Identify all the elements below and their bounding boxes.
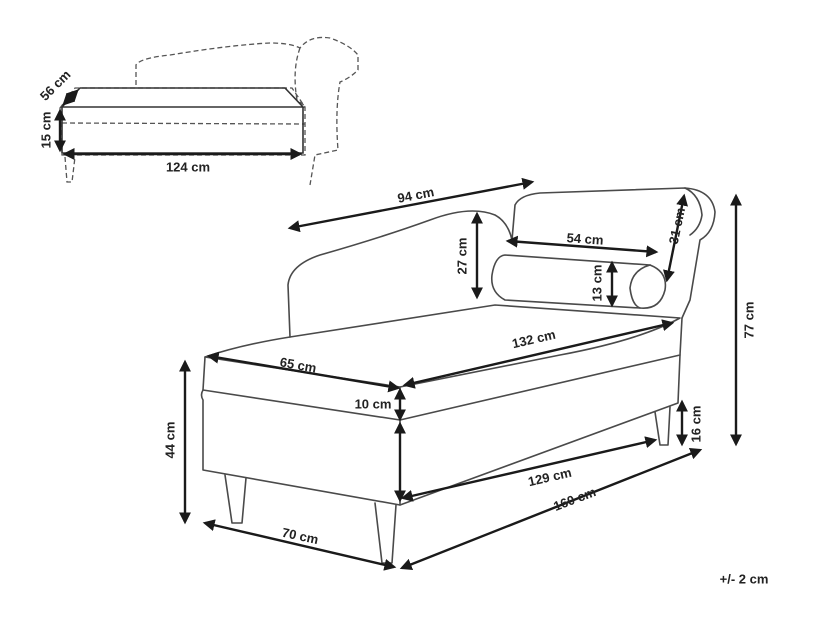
total-depth-label: 70 cm bbox=[281, 525, 320, 547]
total-height-label: 77 cm bbox=[741, 302, 756, 339]
seat-length-label: 132 cm bbox=[511, 327, 557, 352]
seat-height-label: 44 cm bbox=[162, 422, 177, 459]
armrest-height-label: 27 cm bbox=[454, 238, 469, 275]
backrest-length-label: 94 cm bbox=[396, 184, 435, 206]
bolster-diameter-label: 13 cm bbox=[589, 265, 604, 302]
tolerance-label: +/- 2 cm bbox=[720, 571, 769, 586]
dimension-lines bbox=[179, 177, 742, 571]
leg-height-label: 16 cm bbox=[688, 406, 703, 443]
total-length-label: 160 cm bbox=[551, 484, 598, 514]
thumb-length-label: 124 cm bbox=[166, 159, 210, 174]
thumbnail-drawing: 56 cm 15 cm 124 cm bbox=[37, 36, 359, 186]
cushion-height-label: 10 cm bbox=[355, 396, 392, 411]
thumb-height-label: 15 cm bbox=[38, 112, 53, 149]
backroll-height-label: 31 cm bbox=[666, 206, 688, 245]
bolster-length-label: 54 cm bbox=[566, 230, 604, 248]
dimension-labels: 94 cm 27 cm 54 cm 31 cm 13 cm 77 cm 132 … bbox=[162, 184, 768, 586]
seat-depth-label: 65 cm bbox=[279, 354, 318, 375]
